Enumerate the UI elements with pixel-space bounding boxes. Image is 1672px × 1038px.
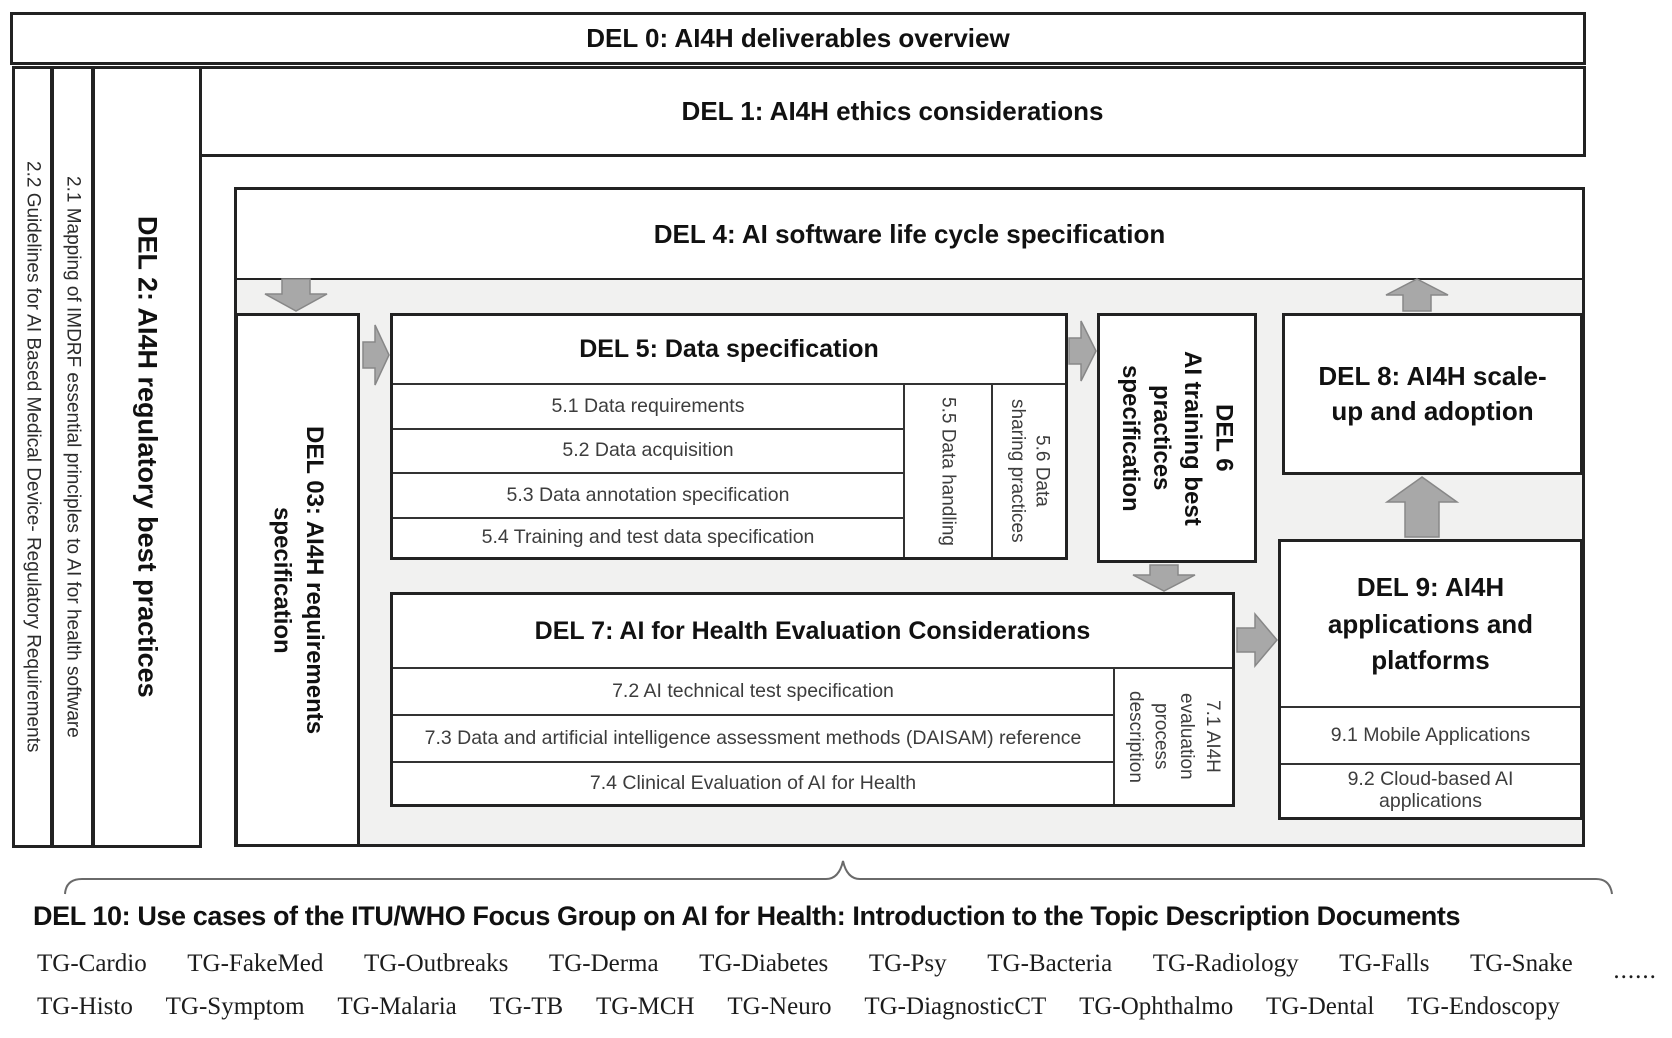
del9-row-9-2: 9.2 Cloud-based AI applications xyxy=(1281,763,1580,817)
del9-title: DEL 9: AI4H applications and platforms xyxy=(1327,572,1534,676)
del9-row-9-2-label: 9.2 Cloud-based AI applications xyxy=(1347,768,1514,812)
del2-1-label: 2.1 Mapping of IMDRF essential principle… xyxy=(62,176,84,738)
del9-title-cell: DEL 9: AI4H applications and platforms xyxy=(1281,542,1580,706)
del7-row-7-4-label: 7.4 Clinical Evaluation of AI for Health xyxy=(589,771,917,794)
del7-col-7-1: 7.1 AI4H evaluation process description xyxy=(1113,667,1232,804)
del4-title: DEL 4: AI software life cycle specificat… xyxy=(653,218,1166,249)
del5-row-5-3-label: 5.3 Data annotation specification xyxy=(506,483,790,506)
del10-tg-row-2: TG-Histo TG-Symptom TG-Malaria TG-TB TG-… xyxy=(37,993,1560,1021)
del5-box: DEL 5: Data specification 5.1 Data requi… xyxy=(390,313,1068,560)
tg-item: TG-Bacteria xyxy=(987,950,1113,977)
del2-2-column: 2.2 Guidelines for AI Based Medical Devi… xyxy=(12,66,53,848)
del7-row-7-2-label: 7.2 AI technical test specification xyxy=(612,679,894,702)
tg-item: TG-MCH xyxy=(595,993,695,1020)
tg-item: TG-Ophthalmo xyxy=(1079,993,1234,1020)
del0-box: DEL 0: AI4H deliverables overview xyxy=(10,12,1586,65)
tg-item: TG-Psy xyxy=(868,950,947,977)
del8-title: DEL 8: AI4H scale- up and adoption xyxy=(1318,360,1547,426)
del4-title-area: DEL 4: AI software life cycle specificat… xyxy=(237,190,1582,278)
del7-row-7-4: 7.4 Clinical Evaluation of AI for Health xyxy=(393,761,1113,804)
del2-2-label: 2.2 Guidelines for AI Based Medical Devi… xyxy=(22,161,44,753)
tg-item: TG-Outbreaks xyxy=(363,950,509,977)
tg-item: TG-Radiology xyxy=(1152,950,1299,977)
del5-row-5-1-label: 5.1 Data requirements xyxy=(551,394,745,417)
tg-item: TG-Falls xyxy=(1339,950,1430,977)
tg-item: TG-Derma xyxy=(548,950,659,977)
del2-label: DEL 2: AI4H regulatory best practices xyxy=(132,216,163,698)
tg-item: TG-Snake xyxy=(1470,950,1573,977)
del6-title: DEL 6 AI training best practices specifi… xyxy=(1116,350,1238,526)
del10-title: DEL 10: Use cases of the ITU/WHO Focus G… xyxy=(33,901,1461,932)
tg-item: TG-Cardio xyxy=(37,950,147,977)
del5-row-5-4-label: 5.4 Training and test data specification xyxy=(481,526,815,549)
del7-box: DEL 7: AI for Health Evaluation Consider… xyxy=(390,592,1235,807)
tg-item: TG-DiagnosticCT xyxy=(864,993,1047,1020)
del2-column: DEL 2: AI4H regulatory best practices xyxy=(92,66,202,848)
del5-col-5-5: 5.5 Data handling xyxy=(903,383,991,557)
tg-item: TG-Symptom xyxy=(165,993,305,1020)
tg-item: TG-Malaria xyxy=(337,993,457,1020)
tg-item: TG-Histo xyxy=(37,993,133,1020)
del2-1-column: 2.1 Mapping of IMDRF essential principle… xyxy=(51,66,94,848)
del5-row-5-2: 5.2 Data acquisition xyxy=(393,428,903,472)
tg-item: TG-FakeMed xyxy=(187,950,324,977)
del5-title-cell: DEL 5: Data specification xyxy=(393,316,1065,383)
tg-item: TG-Diabetes xyxy=(699,950,829,977)
del5-row-5-1: 5.1 Data requirements xyxy=(393,383,903,428)
tg-item: TG-Neuro xyxy=(727,993,832,1020)
del6-box: DEL 6 AI training best practices specifi… xyxy=(1097,313,1257,563)
del5-col-5-6-label: 5.6 Data sharing practices xyxy=(1007,399,1053,543)
tg-item: TG-Dental xyxy=(1266,993,1375,1020)
del7-title: DEL 7: AI for Health Evaluation Consider… xyxy=(534,616,1091,645)
del10-title-label: DEL 10: Use cases of the ITU/WHO Focus G… xyxy=(33,901,1461,931)
del5-col-5-6: 5.6 Data sharing practices xyxy=(991,383,1065,557)
del10-tg-row-1: TG-Cardio TG-FakeMed TG-Outbreaks TG-Der… xyxy=(37,950,1657,984)
del1-box: DEL 1: AI4H ethics considerations xyxy=(199,66,1586,157)
del7-title-cell: DEL 7: AI for Health Evaluation Consider… xyxy=(393,595,1232,667)
del5-row-5-2-label: 5.2 Data acquisition xyxy=(562,439,734,462)
tg-item: TG-Endoscopy xyxy=(1407,993,1560,1020)
del0-title: DEL 0: AI4H deliverables overview xyxy=(586,23,1010,53)
del7-col-7-1-label: 7.1 AI4H evaluation process description xyxy=(1124,690,1223,783)
del1-title: DEL 1: AI4H ethics considerations xyxy=(681,96,1104,126)
del5-title: DEL 5: Data specification xyxy=(579,335,879,363)
del8-box: DEL 8: AI4H scale- up and adoption xyxy=(1282,313,1583,475)
del03-title: DEL 03: AI4H requirements specification xyxy=(268,425,328,735)
del5-col-5-5-label: 5.5 Data handling xyxy=(937,396,959,546)
del7-row-7-3-label: 7.3 Data and artificial intelligence ass… xyxy=(424,726,1082,749)
del9-row-9-1: 9.1 Mobile Applications xyxy=(1281,706,1580,763)
group-brace xyxy=(64,860,1613,895)
del7-row-7-2: 7.2 AI technical test specification xyxy=(393,667,1113,714)
tg-item: TG-TB xyxy=(489,993,564,1020)
del5-row-5-4: 5.4 Training and test data specification xyxy=(393,517,903,557)
del9-box: DEL 9: AI4H applications and platforms 9… xyxy=(1278,539,1583,820)
del7-row-7-3: 7.3 Data and artificial intelligence ass… xyxy=(393,714,1113,761)
del03-box: DEL 03: AI4H requirements specification xyxy=(235,313,360,847)
tg-more-ellipsis: ...... xyxy=(1613,957,1657,984)
del9-row-9-1-label: 9.1 Mobile Applications xyxy=(1330,723,1531,746)
del5-row-5-3: 5.3 Data annotation specification xyxy=(393,472,903,517)
